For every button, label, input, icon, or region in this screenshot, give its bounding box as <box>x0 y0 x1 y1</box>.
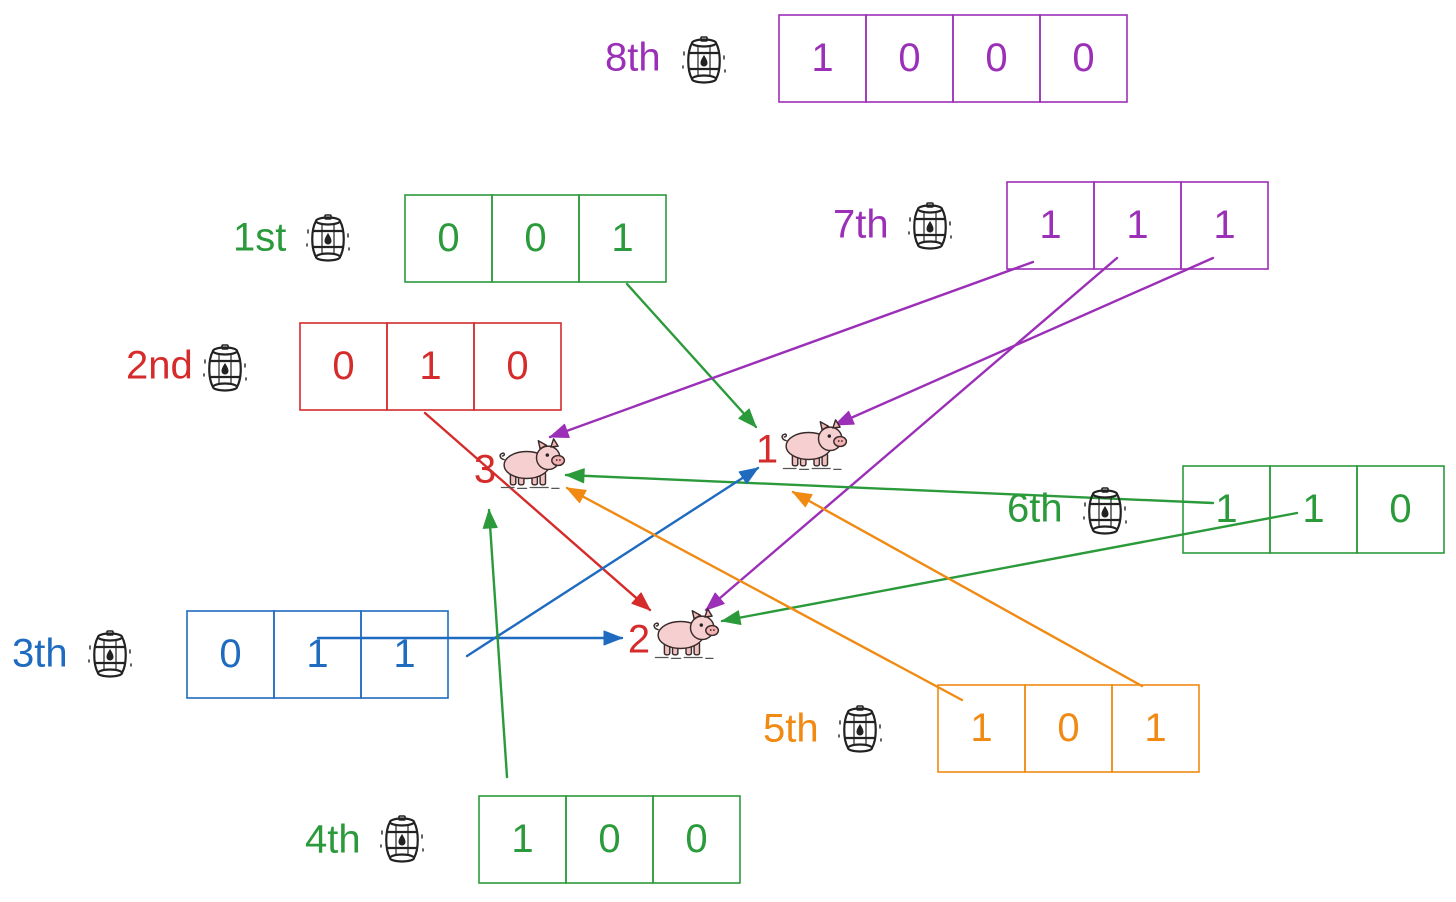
pig-icon <box>653 608 720 660</box>
bit-cell <box>1111 684 1200 773</box>
bit-value: 0 <box>685 817 707 861</box>
connection-arrow <box>465 466 760 658</box>
barrel-label: 5th <box>763 707 819 751</box>
bit-value: 0 <box>985 36 1007 80</box>
bit-cell <box>360 610 449 699</box>
pig-number: 3 <box>474 448 496 492</box>
connection-arrow <box>423 411 652 612</box>
bit-cell <box>1356 465 1445 554</box>
bit-value: 1 <box>1215 487 1237 531</box>
barrel-icon <box>88 629 132 678</box>
bit-value: 1 <box>1213 203 1235 247</box>
bit-cell <box>578 194 667 283</box>
arrowhead <box>566 487 587 504</box>
barrel-icon <box>306 213 350 262</box>
arrowhead <box>792 491 813 508</box>
barrel-icon <box>682 35 726 84</box>
barrel-label: 3th <box>12 632 68 676</box>
barrel-1st: 1st 0 0 1 <box>233 194 667 283</box>
arrowhead <box>549 423 570 438</box>
barrel-3th: 3th 0 1 1 <box>12 610 449 699</box>
bit-value: 1 <box>306 632 328 676</box>
pig-icon <box>781 419 848 471</box>
pig-2: 2 <box>628 608 720 662</box>
connection-arrow <box>625 282 758 429</box>
connection-arrow <box>565 486 964 702</box>
bit-value: 0 <box>1072 36 1094 80</box>
arrowhead <box>738 408 757 428</box>
barrel-icon <box>908 201 952 250</box>
barrel-label: 8th <box>605 36 661 80</box>
arrowhead <box>834 410 855 426</box>
barrel-icon <box>203 343 247 392</box>
pig-icon <box>499 438 566 490</box>
pig-number: 1 <box>756 428 778 472</box>
arrowhead <box>705 592 725 611</box>
bit-cell <box>473 322 562 411</box>
bit-value: 1 <box>1144 706 1166 750</box>
bit-cell <box>1180 181 1269 270</box>
barrel-icon <box>838 704 882 753</box>
connection-arrow <box>720 511 1299 626</box>
barrel-5th: 5th 1 0 1 <box>763 684 1200 773</box>
bit-value: 1 <box>970 706 992 750</box>
barrel-8th: 8th 1 0 0 0 <box>605 14 1128 103</box>
barrel-icon <box>1083 486 1127 535</box>
arrowhead <box>721 610 742 626</box>
arrowhead <box>631 592 651 611</box>
bit-value: 0 <box>1389 487 1411 531</box>
arrowhead <box>603 630 623 646</box>
connection-arrow <box>482 508 509 779</box>
barrel-2nd: 2nd 0 1 0 <box>126 322 562 411</box>
bit-value: 0 <box>524 216 546 260</box>
bit-value: 0 <box>898 36 920 80</box>
arrowhead <box>738 467 759 485</box>
barrel-6th: 6th 1 1 0 <box>1007 465 1445 554</box>
connection-arrow <box>791 490 1144 688</box>
bit-value: 1 <box>511 817 533 861</box>
barrel-icon <box>380 814 424 863</box>
connection-arrow <box>833 256 1215 427</box>
bit-value: 1 <box>1126 203 1148 247</box>
pig-1: 1 <box>756 419 848 472</box>
barrel-label: 6th <box>1007 487 1063 531</box>
bit-value: 0 <box>219 632 241 676</box>
barrel-label: 1st <box>233 216 286 260</box>
bit-value: 1 <box>393 632 415 676</box>
barrel-4th: 4th 1 0 0 <box>305 795 741 884</box>
barrel-label: 4th <box>305 818 361 862</box>
barrel-7th: 7th 1 1 1 <box>833 181 1269 270</box>
connection-arrow <box>548 260 1035 439</box>
arrowhead <box>482 509 498 529</box>
connection-arrow <box>316 630 624 646</box>
pig-number: 2 <box>628 618 650 662</box>
bit-value: 1 <box>1302 487 1324 531</box>
barrel-label: 7th <box>833 203 889 247</box>
bit-cell <box>1039 14 1128 103</box>
bit-value: 1 <box>811 36 833 80</box>
bit-value: 0 <box>332 344 354 388</box>
bit-value: 0 <box>437 216 459 260</box>
barrel-label: 2nd <box>126 344 193 388</box>
arrowhead <box>565 468 585 484</box>
arrow-layer <box>316 256 1299 779</box>
bit-value: 0 <box>598 817 620 861</box>
connection-arrow <box>564 468 1215 505</box>
bit-value: 0 <box>506 344 528 388</box>
pig-3: 3 <box>474 438 566 492</box>
bit-value: 0 <box>1057 706 1079 750</box>
connection-arrow <box>704 256 1119 612</box>
bit-cell <box>652 795 741 884</box>
bit-value: 1 <box>419 344 441 388</box>
bit-value: 1 <box>611 216 633 260</box>
bit-value: 1 <box>1039 203 1061 247</box>
